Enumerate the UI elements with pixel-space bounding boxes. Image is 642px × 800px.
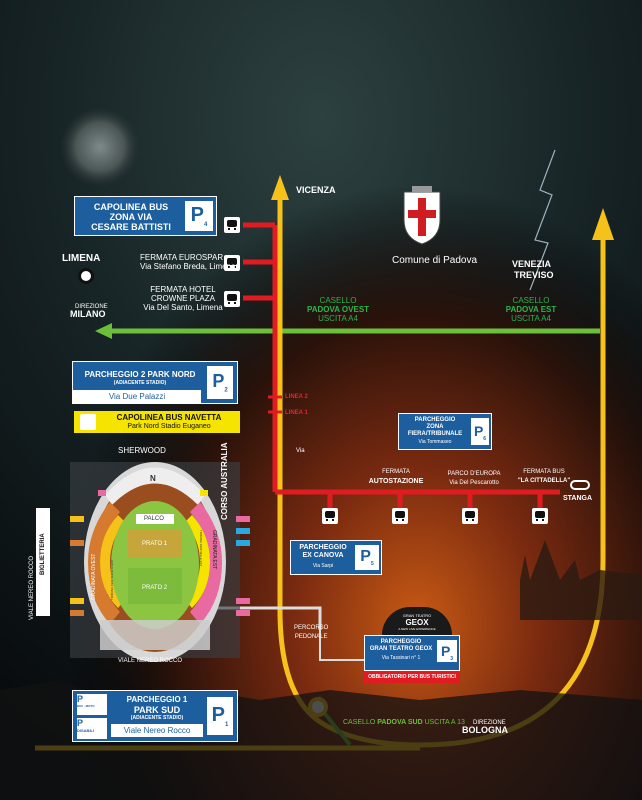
parking-sign-1: P1 bbox=[207, 697, 233, 735]
bologna-label: BOLOGNA bbox=[462, 725, 508, 735]
ex-canova-line1: PARCHEGGIO bbox=[299, 544, 347, 551]
linea-2-label: LINEA 2 bbox=[285, 394, 308, 400]
navetta-line1: CAPOLINEA BUS NAVETTA bbox=[116, 413, 222, 422]
parking-sign-2: P2 bbox=[207, 366, 233, 399]
stadium bbox=[70, 462, 240, 662]
pedestrian-route bbox=[215, 606, 322, 630]
viale-rocco-side-label: VIALE NEREO ROCCO bbox=[29, 555, 35, 620]
moon bbox=[60, 107, 140, 187]
capolinea-line3: CESARE BATTISTI bbox=[91, 222, 171, 232]
parking-sign-5: P5 bbox=[355, 545, 379, 570]
ex-canova-street: Via Sarpi bbox=[312, 563, 334, 569]
prato-1-label: PRATO 1 bbox=[142, 541, 168, 547]
geox-warning: OBBLIGATORIO PER BUS TURISTICI bbox=[364, 671, 460, 683]
bus-navetta-icon bbox=[80, 414, 96, 430]
lightning bbox=[529, 149, 556, 291]
capolinea-navetta-box: CAPOLINEA BUS NAVETTA Park Nord Stadio E… bbox=[74, 411, 240, 433]
bus-stop-icon bbox=[224, 217, 240, 233]
bus-stop-icon bbox=[392, 508, 408, 524]
park-nord-line2: (ADIACENTE STADIO) bbox=[113, 380, 167, 386]
roundabout-icon bbox=[570, 480, 590, 490]
palco-label: PALCO bbox=[144, 516, 164, 522]
park-nord-street: Via Due Palazzi bbox=[73, 390, 201, 403]
park-nord-line1: PARCHEGGIO 2 PARK NORD bbox=[84, 370, 196, 379]
park-ex-canova-box: PARCHEGGIO EX CANOVA Via Sarpi P5 bbox=[290, 540, 382, 575]
stanga-label: STANGA bbox=[563, 495, 593, 502]
zona-fiera-line2: ZONA bbox=[426, 424, 444, 430]
capolinea-line1: CAPOLINEA BUS bbox=[93, 202, 169, 212]
milano-label: MILANO bbox=[70, 309, 106, 319]
bus-stop-icon bbox=[224, 255, 240, 271]
vicenza-label: VICENZA bbox=[296, 185, 336, 195]
park-sud-line3: (ADIACENTE STADIO) bbox=[130, 715, 184, 721]
disabili-parking-icon: P DISABILI bbox=[77, 718, 107, 739]
geox-logo-line2: GEOX bbox=[405, 618, 429, 627]
prato-2-label: PRATO 2 bbox=[142, 585, 168, 591]
gradinata-ovest-label: GRADINATA OVEST bbox=[91, 553, 97, 601]
tribuna-ovest-label: TRIBUNA CENTRALE OVEST bbox=[110, 559, 114, 600]
park-nord-box: PARCHEGGIO 2 PARK NORD (ADIACENTE STADIO… bbox=[72, 361, 238, 404]
gradinata-est-label: GRADINATA EST bbox=[211, 530, 217, 570]
park-sud-line1: PARCHEGGIO 1 bbox=[126, 695, 188, 704]
biglietteria-label: BIGLIETTERIA bbox=[40, 533, 46, 575]
milano-dir-label: DIREZIONE bbox=[75, 304, 108, 310]
north-label: N bbox=[150, 474, 156, 483]
geox-logo-line3: A NEW LIVE EXPERIENCE bbox=[398, 627, 436, 631]
capolinea-zona-battisti-box: CAPOLINEA BUS ZONA VIA CESARE BATTISTI P… bbox=[74, 196, 217, 236]
park-zona-fiera-box: PARCHEGGIO ZONA FIERA/TRIBUNALE Via Tomm… bbox=[398, 413, 492, 450]
limena-label: LIMENA bbox=[62, 253, 101, 264]
gate-arrows bbox=[70, 490, 250, 616]
ex-canova-line2: EX CANOVA bbox=[302, 552, 344, 559]
bus-stop-icon bbox=[322, 508, 338, 524]
park-sud-box: P BICI - MOTO P DISABILI PARCHEGGIO 1 PA… bbox=[72, 690, 238, 742]
bus-lines bbox=[243, 222, 560, 508]
navetta-line2: Park Nord Stadio Euganeo bbox=[127, 423, 211, 430]
bus-stop-icon bbox=[462, 508, 478, 524]
linea-1-label: LINEA 1 bbox=[285, 410, 308, 416]
venezia-label: VENEZIA bbox=[512, 259, 552, 269]
via-label: Via bbox=[296, 448, 305, 454]
geox-street: Via Tassinari n° 1 bbox=[381, 655, 421, 661]
park-sud-line2: PARK SUD bbox=[133, 705, 181, 715]
viale-rocco-bottom-label: VIALE NEREO ROCCO bbox=[118, 658, 183, 664]
biglietteria-panel bbox=[36, 508, 50, 616]
zona-fiera-line3: FIERA/TRIBUNALE bbox=[407, 431, 463, 437]
zona-fiera-line1: PARCHEGGIO bbox=[414, 417, 456, 423]
parking-sign-4: P4 bbox=[185, 201, 213, 231]
geox-logo: GRAN TEATRO GEOX A NEW LIVE EXPERIENCE bbox=[382, 607, 452, 635]
casello-padova-sud: CASELLO PADOVA SUD USCITA A 13 bbox=[343, 719, 465, 726]
park-sud-street: Viale Nereo Rocco bbox=[111, 724, 203, 737]
bus-stop-icon bbox=[224, 291, 240, 307]
geox-line1: PARCHEGGIO bbox=[380, 639, 422, 645]
zona-fiera-street: Via Tommaseo bbox=[418, 439, 452, 445]
comune-name: Comune di Padova bbox=[392, 255, 478, 266]
fermata-cittadella: FERMATA BUS"LA CITTADELLA" bbox=[517, 469, 571, 484]
tribuna-est-label: TRIBUNA CENTRALE EST bbox=[199, 530, 203, 567]
parking-sign-6: P6 bbox=[471, 418, 489, 445]
limena-marker-icon bbox=[78, 268, 94, 284]
treviso-label: TREVISO bbox=[514, 270, 554, 280]
bus-stop-icon bbox=[532, 508, 548, 524]
sherwood-label: SHERWOOD bbox=[118, 446, 166, 455]
bici-moto-parking-icon: P BICI - MOTO bbox=[77, 694, 107, 715]
bologna-dir-label: DIREZIONE bbox=[473, 720, 506, 726]
parking-sign-3: P3 bbox=[437, 640, 457, 662]
capolinea-line2: ZONA VIA bbox=[109, 212, 153, 222]
park-geox-box: PARCHEGGIO GRAN TEATRO GEOX Via Tassinar… bbox=[364, 635, 460, 671]
corso-australia-label: CORSO AUSTRALIA bbox=[220, 442, 229, 520]
padova-coat-of-arms-icon bbox=[398, 186, 446, 246]
geox-line2: GRAN TEATRO GEOX bbox=[369, 646, 433, 652]
geox-logo-line1: GRAN TEATRO bbox=[402, 613, 432, 618]
